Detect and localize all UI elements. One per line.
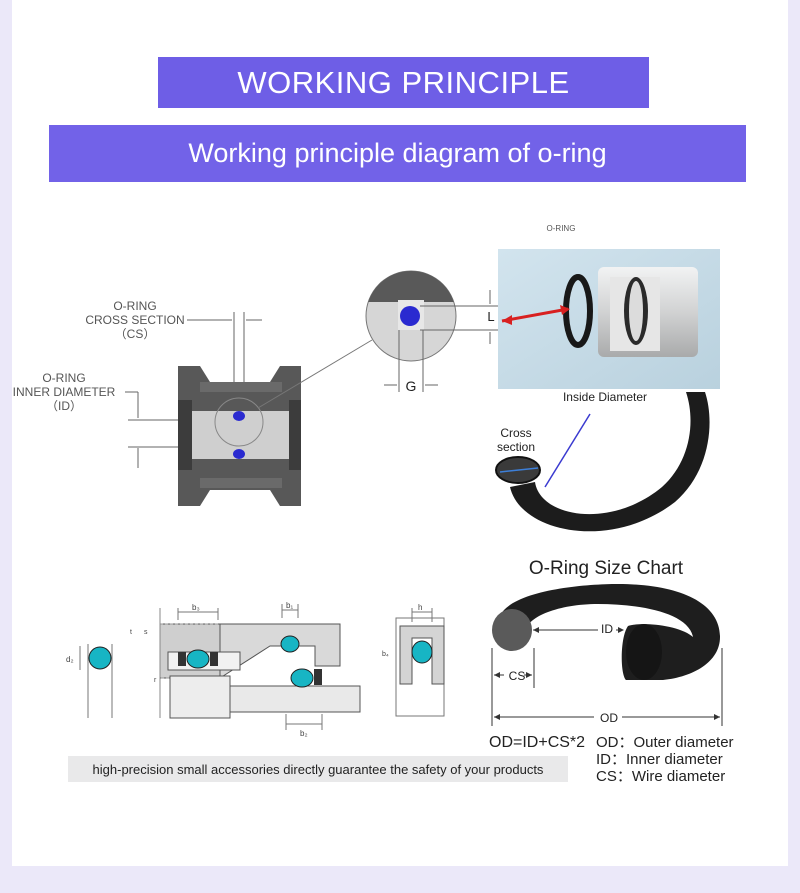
cross-section-label: Cross section bbox=[488, 426, 544, 454]
size-chart-od-label: OD bbox=[600, 711, 618, 725]
id-label: O-RING INNER DIAMETER （ID） bbox=[4, 371, 124, 413]
cross-section-line2: section bbox=[496, 440, 536, 454]
label-h: h bbox=[418, 603, 422, 612]
id-label-line1: O-RING bbox=[42, 371, 86, 385]
size-legend: OD：Outer diameter ID：Inner diameter CS：W… bbox=[596, 734, 734, 785]
id-label-line3: （ID） bbox=[45, 399, 82, 413]
label-b4: b₄ bbox=[382, 651, 389, 658]
size-formula: OD=ID+CS*2 bbox=[489, 734, 586, 751]
oring-photo bbox=[498, 249, 720, 389]
cross-section-line1: Cross bbox=[500, 426, 532, 440]
label-b1: b₁ bbox=[286, 601, 293, 610]
size-chart-diagram bbox=[491, 584, 723, 726]
label-t: t bbox=[130, 629, 132, 636]
cs-label-line2: CROSS SECTION bbox=[85, 313, 185, 327]
label-d2: d₂ bbox=[66, 655, 74, 664]
legend-id: ID：Inner diameter bbox=[596, 751, 723, 768]
id-label-line2: INNER DIAMETER bbox=[12, 385, 116, 399]
size-chart-title: O-Ring Size Chart bbox=[528, 558, 684, 579]
gap-label: G bbox=[405, 378, 417, 394]
photo-caption: O-RING bbox=[546, 224, 576, 233]
legend-od: OD：Outer diameter bbox=[596, 734, 734, 751]
page-subtitle: Working principle diagram of o-ring bbox=[49, 125, 746, 182]
size-chart-id-label: ID bbox=[601, 622, 613, 636]
label-b2: b₂ bbox=[300, 729, 308, 738]
label-s: s bbox=[144, 629, 148, 636]
footer-note: high-precision small accessories directl… bbox=[68, 756, 568, 782]
length-label: L bbox=[487, 309, 495, 324]
page-title: WORKING PRINCIPLE bbox=[158, 57, 649, 108]
cs-label-line1: O-RING bbox=[113, 299, 157, 313]
inside-diameter-label: Inside Diameter bbox=[562, 390, 648, 404]
legend-cs: CS：Wire diameter bbox=[596, 768, 726, 785]
label-r: r bbox=[154, 677, 157, 684]
label-b3: b₃ bbox=[192, 603, 200, 612]
seal-technical-drawing: d₂ b₃ b₁ b₂ s t r h b₄ bbox=[66, 601, 445, 738]
cs-label: O-RING CROSS SECTION （CS） bbox=[70, 299, 200, 341]
cs-label-line3: （CS） bbox=[114, 327, 156, 341]
ring-cross-section-photo bbox=[495, 392, 710, 532]
size-chart-cs-label: CS bbox=[508, 669, 526, 683]
